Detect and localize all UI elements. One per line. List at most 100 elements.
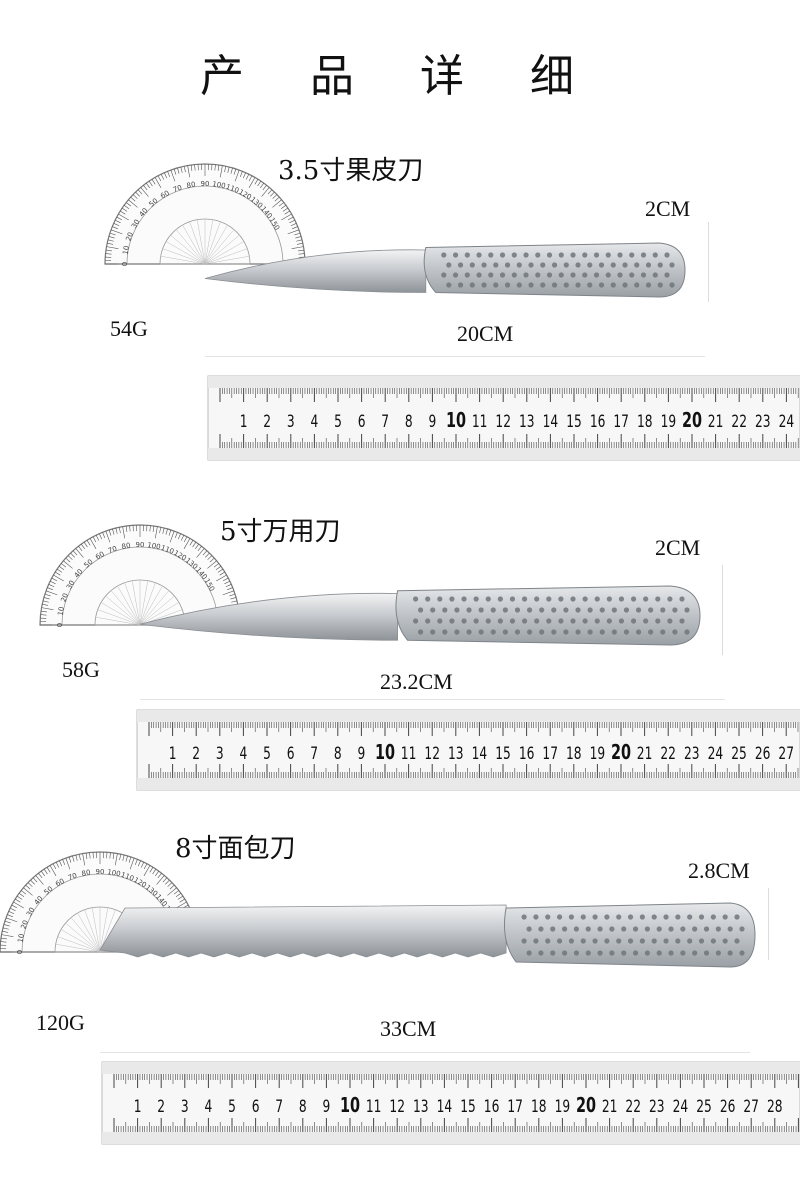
protractor-mark: 70	[107, 545, 118, 556]
ruler-number: 22	[660, 744, 676, 764]
protractor-mark: 20	[20, 919, 31, 930]
ruler-number: 7	[310, 744, 318, 764]
protractor-mark: 30	[65, 579, 76, 591]
ruler-number: 12	[495, 412, 511, 432]
width-marker	[768, 888, 769, 960]
protractor-mark: 40	[73, 568, 85, 580]
knife-length: 23.2CM	[380, 669, 453, 694]
ruler-number: 10	[340, 1094, 360, 1117]
ruler-number: 12	[424, 744, 440, 764]
ruler-number: 4	[311, 412, 319, 432]
ruler-number: 20	[682, 409, 702, 432]
ruler-number: 10	[375, 741, 395, 764]
ruler-number: 17	[542, 744, 558, 764]
knife-name: 3.5寸果皮刀	[278, 156, 424, 186]
ruler-number: 21	[708, 412, 724, 432]
ruler-number: 7	[381, 412, 389, 432]
ruler-number: 28	[767, 1097, 783, 1117]
ruler-number: 4	[240, 744, 248, 764]
ruler-number: 17	[507, 1097, 523, 1117]
ruler-number: 19	[661, 412, 677, 432]
ruler-number: 2	[157, 1097, 165, 1117]
knife-weight: 120G	[36, 1010, 85, 1035]
ruler-number: 25	[731, 744, 747, 764]
ruler-number: 1	[240, 412, 248, 432]
protractor-mark: 10	[17, 933, 26, 943]
knife-name: 8寸面包刀	[175, 834, 296, 864]
ruler-number: 5	[228, 1097, 236, 1117]
ruler-number: 2	[263, 412, 271, 432]
ruler-number: 18	[637, 412, 653, 432]
knife-width: 2.8CM	[688, 858, 750, 883]
ruler-number: 13	[448, 744, 464, 764]
ruler-number: 23	[755, 412, 771, 432]
ruler-number: 1	[169, 744, 177, 764]
knife-width: 2CM	[655, 535, 701, 560]
ruler-number: 24	[708, 744, 724, 764]
protractor-mark: 50	[83, 558, 95, 570]
ruler-number: 2	[192, 744, 200, 764]
protractor-mark: 60	[54, 877, 66, 888]
protractor-mark: 90	[96, 868, 105, 876]
ruler-number: 12	[389, 1097, 405, 1117]
ruler-number: 27	[743, 1097, 759, 1117]
ruler-number: 6	[252, 1097, 260, 1117]
ruler-number: 9	[323, 1097, 331, 1117]
knife-weight: 58G	[62, 657, 100, 682]
page-title: 产 品 详 细	[200, 51, 600, 102]
protractor-mark: 70	[67, 872, 78, 883]
ruler-number: 8	[334, 744, 342, 764]
ruler-number: 11	[472, 412, 488, 432]
ruler-number: 16	[484, 1097, 500, 1117]
knife-icon	[99, 902, 756, 968]
ruler-number: 3	[287, 412, 295, 432]
knife-length: 20CM	[457, 321, 514, 346]
ruler-number: 8	[299, 1097, 307, 1117]
protractor-mark: 30	[25, 906, 36, 918]
protractor-mark: 30	[130, 218, 141, 230]
ruler-number: 24	[779, 412, 795, 432]
width-marker	[722, 565, 723, 655]
ruler-number: 9	[429, 412, 437, 432]
ruler-number: 5	[334, 412, 342, 432]
protractor-mark: 20	[60, 592, 71, 603]
ruler-number: 20	[611, 741, 631, 764]
ruler-number: 3	[181, 1097, 189, 1117]
ruler-number: 6	[358, 412, 366, 432]
ruler-number: 19	[555, 1097, 571, 1117]
protractor-mark: 100	[147, 541, 162, 551]
ruler-number: 21	[637, 744, 653, 764]
ruler-number: 19	[590, 744, 606, 764]
ruler-number: 23	[684, 744, 700, 764]
ruler-number: 1	[134, 1097, 142, 1117]
width-marker	[708, 222, 709, 302]
ruler-number: 17	[613, 412, 629, 432]
knife-weight: 54G	[110, 316, 148, 341]
ruler-number: 27	[778, 744, 794, 764]
ruler-number: 6	[287, 744, 295, 764]
ruler-number: 13	[413, 1097, 429, 1117]
protractor-mark: 80	[186, 181, 196, 190]
ruler-number: 25	[696, 1097, 712, 1117]
knife-icon	[204, 242, 686, 298]
length-line	[140, 699, 725, 700]
ruler-number: 4	[205, 1097, 213, 1117]
protractor-mark: 100	[212, 180, 227, 190]
ruler-number: 24	[673, 1097, 689, 1117]
ruler-number: 14	[437, 1097, 453, 1117]
ruler-number: 26	[755, 744, 771, 764]
protractor-mark: 90	[201, 180, 210, 188]
ruler-number: 11	[401, 744, 417, 764]
ruler-number: 15	[460, 1097, 476, 1117]
protractor-mark: 10	[57, 606, 66, 616]
protractor-mark: 100	[107, 868, 122, 878]
ruler-number: 20	[576, 1094, 596, 1117]
protractor-mark: 40	[33, 895, 45, 907]
